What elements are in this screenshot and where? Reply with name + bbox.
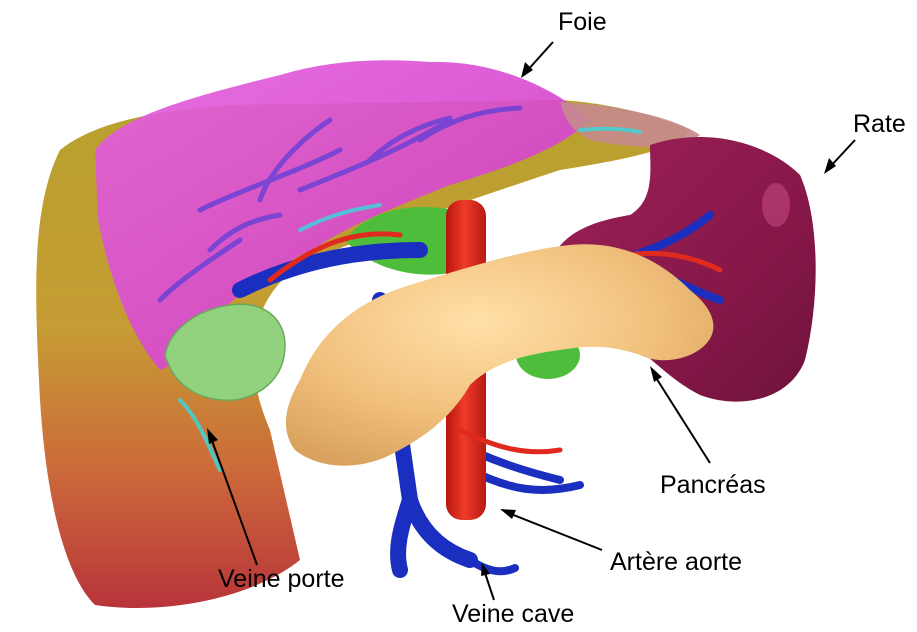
- label-foie: Foie: [558, 10, 607, 35]
- label-veine-porte: Veine porte: [218, 567, 345, 592]
- label-rate: Rate: [853, 112, 906, 137]
- label-pancreas: Pancréas: [660, 473, 766, 498]
- arrowhead-pancreas: [650, 366, 662, 382]
- label-veine-cave: Veine cave: [452, 602, 574, 627]
- arrowhead-rate: [824, 158, 836, 174]
- arrowhead-artere: [500, 509, 516, 519]
- spleen-highlight: [762, 183, 790, 227]
- arrowhead-foie: [521, 62, 533, 78]
- arrow-artere: [506, 512, 602, 550]
- label-artere-aorte: Artère aorte: [610, 550, 742, 575]
- pancreas: [286, 244, 713, 465]
